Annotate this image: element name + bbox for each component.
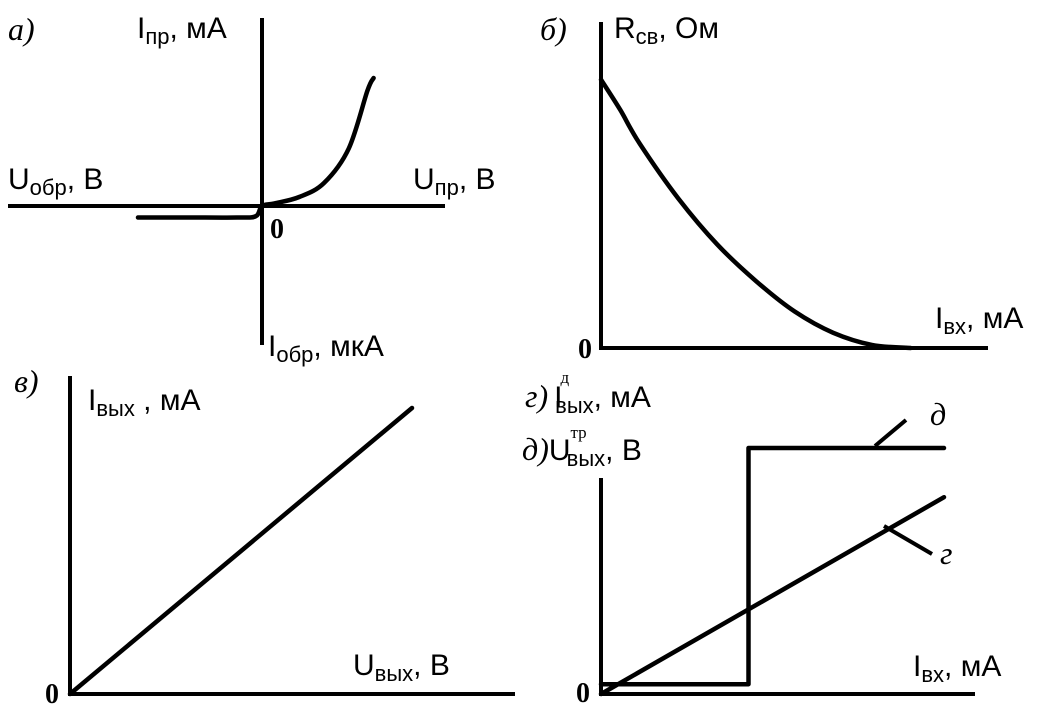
panel-b-letter: б) [540, 11, 567, 47]
panel-a: а) Iпр, мА Iобр, мкА Uобр, В Uпр, В 0 [8, 11, 496, 367]
panel-a-letter: а) [8, 11, 35, 47]
panel-b-resistance-curve [598, 77, 913, 351]
panel-c-linear-line [67, 405, 415, 697]
panel-c-ylabel: Iвых , мА [88, 384, 200, 421]
panel-a-origin: 0 [270, 214, 284, 245]
panel-d-leader-g [882, 524, 934, 556]
panel-b-origin: 0 [578, 334, 592, 365]
panel-b: б) Rсв, Ом Iвх, мА 0 [540, 11, 1023, 365]
panel-d-origin: 0 [576, 678, 590, 709]
panel-d-series-d-label: д [930, 396, 946, 432]
panel-d-series-g-line [598, 494, 947, 697]
panel-d-xlabel: Iвх, мА [913, 650, 1001, 687]
panel-c-xlabel: Uвых, В [353, 649, 450, 686]
panel-c: в) Iвых , мА Uвых, В 0 [14, 363, 515, 710]
panel-b-xlabel: Iвх, мА [935, 302, 1023, 339]
panel-c-letter: в) [14, 363, 39, 399]
panel-d-leader-d [873, 418, 908, 448]
panel-b-ylabel: Rсв, Ом [614, 12, 719, 49]
panel-d-series-g-label: г [940, 535, 952, 571]
panel-a-ylabel-neg: Iобр, мкА [268, 330, 384, 367]
panel-d-series-d-step [598, 445, 947, 687]
panel-a-xlabel-neg: Uобр, В [8, 163, 103, 200]
panel-a-xlabel-pos: Uпр, В [413, 163, 496, 200]
panel-a-diode-curve [135, 75, 376, 220]
panel-c-origin: 0 [45, 679, 59, 710]
panel-a-ylabel-pos: Iпр, мА [137, 12, 227, 49]
